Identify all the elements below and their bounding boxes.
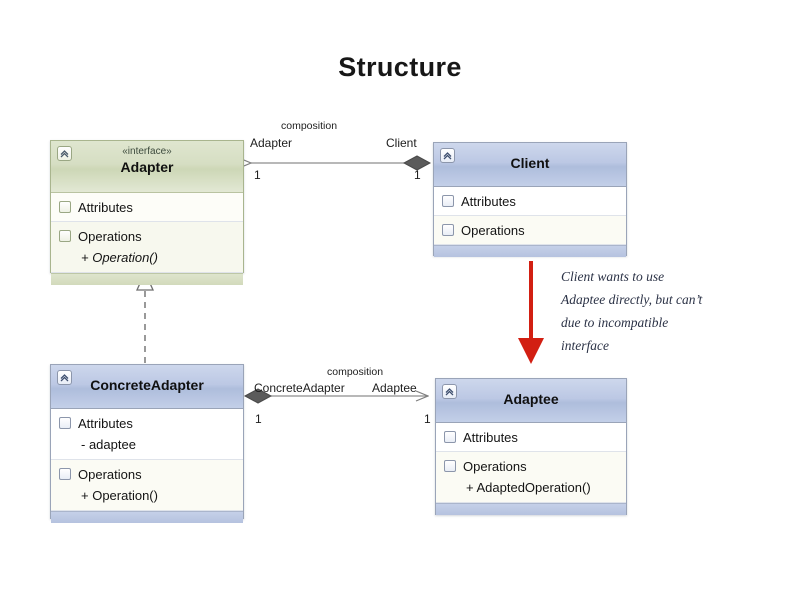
- class-name-adaptee: Adaptee: [503, 391, 559, 407]
- class-footer-adaptee: [436, 503, 626, 515]
- operation-item-concreteadapter: + Operation(): [81, 488, 158, 503]
- attributes-compartment-adapter: Attributes: [51, 193, 243, 222]
- chevron-double-up-icon[interactable]: [442, 384, 457, 399]
- operation-item-adaptee: + AdaptedOperation(): [466, 480, 591, 495]
- operations-compartment-concreteadapter: Operations + Operation(): [51, 460, 243, 511]
- multiplicity-concreteadapter-end: 1: [255, 412, 262, 426]
- note-text: Client wants to use Adaptee directly, bu…: [561, 269, 703, 353]
- operations-label-concreteadapter: Operations: [78, 466, 142, 482]
- attributes-label-concreteadapter: Attributes: [78, 415, 133, 431]
- association-client-adapter: [251, 155, 432, 171]
- minus-icon[interactable]: [444, 460, 456, 472]
- realization-concreteadapter-adapter: [135, 270, 155, 363]
- operations-row-client[interactable]: Operations: [434, 219, 626, 241]
- attribute-item-concreteadapter: - adaptee: [81, 437, 136, 452]
- operations-row-adapter[interactable]: Operations: [51, 225, 243, 247]
- minus-icon[interactable]: [59, 417, 71, 429]
- minus-icon[interactable]: [442, 224, 454, 236]
- class-box-adaptee[interactable]: Adaptee Attributes Operations + AdaptedO…: [435, 378, 627, 515]
- association-kind-label-concreteadapter-adaptee: composition: [327, 366, 384, 378]
- page-title: Structure: [338, 52, 462, 82]
- operations-row-adaptee[interactable]: Operations: [436, 455, 626, 477]
- class-header-adapter: «interface» Adapter: [51, 141, 243, 193]
- class-header-concreteadapter: ConcreteAdapter: [51, 365, 243, 409]
- chevron-double-up-icon[interactable]: [57, 370, 72, 385]
- operations-row-concreteadapter[interactable]: Operations: [51, 463, 243, 485]
- attributes-row-client[interactable]: Attributes: [434, 190, 626, 212]
- minus-icon[interactable]: [444, 431, 456, 443]
- attributes-row-adapter[interactable]: Attributes: [51, 196, 243, 218]
- minus-icon[interactable]: [59, 201, 71, 213]
- minus-icon[interactable]: [59, 468, 71, 480]
- minus-icon[interactable]: [442, 195, 454, 207]
- operations-compartment-client: Operations: [434, 216, 626, 245]
- association-role-label-adaptee: Adaptee: [372, 381, 417, 395]
- chevron-double-up-icon[interactable]: [440, 148, 455, 163]
- chevron-double-up-icon[interactable]: [57, 146, 72, 161]
- attributes-row-concreteadapter[interactable]: Attributes: [51, 412, 243, 434]
- operations-label-client: Operations: [461, 222, 525, 238]
- class-box-client[interactable]: Client Attributes Operations: [433, 142, 627, 257]
- operations-label-adapter: Operations: [78, 228, 142, 244]
- association-role-label-adapter: Adapter: [250, 136, 293, 150]
- class-header-client: Client: [434, 143, 626, 187]
- multiplicity-adaptee-end: 1: [424, 412, 431, 426]
- attributes-compartment-client: Attributes: [434, 187, 626, 216]
- association-role-label-concreteadapter: ConcreteAdapter: [254, 381, 345, 395]
- class-name-client: Client: [510, 155, 550, 171]
- class-name-adapter: Adapter: [120, 159, 174, 175]
- attributes-compartment-concreteadapter: Attributes - adaptee: [51, 409, 243, 460]
- attributes-label-adaptee: Attributes: [463, 429, 518, 445]
- operations-label-adaptee: Operations: [463, 458, 527, 474]
- class-footer-client: [434, 245, 626, 257]
- attributes-label-client: Attributes: [461, 193, 516, 209]
- operations-compartment-adaptee: Operations + AdaptedOperation(): [436, 452, 626, 503]
- attributes-compartment-adaptee: Attributes: [436, 423, 626, 452]
- multiplicity-client-end: 1: [414, 168, 421, 182]
- class-box-adapter[interactable]: «interface» Adapter Attributes Operation…: [50, 140, 244, 285]
- red-down-arrow: [518, 261, 544, 364]
- association-role-label-client: Client: [386, 136, 417, 150]
- multiplicity-adapter-end: 1: [254, 168, 261, 182]
- class-header-adaptee: Adaptee: [436, 379, 626, 423]
- attributes-row-adaptee[interactable]: Attributes: [436, 426, 626, 448]
- class-name-concreteadapter: ConcreteAdapter: [90, 377, 204, 393]
- attributes-label-adapter: Attributes: [78, 199, 133, 215]
- class-footer-concreteadapter: [51, 511, 243, 523]
- operation-item-adapter: + Operation(): [81, 250, 158, 265]
- class-footer-adapter: [51, 273, 243, 285]
- operations-compartment-adapter: Operations + Operation(): [51, 222, 243, 273]
- class-stereotype-adapter: «interface»: [122, 146, 172, 157]
- association-kind-label-client-adapter: composition: [281, 120, 338, 132]
- minus-icon[interactable]: [59, 230, 71, 242]
- class-box-concreteadapter[interactable]: ConcreteAdapter Attributes - adaptee Ope…: [50, 364, 244, 523]
